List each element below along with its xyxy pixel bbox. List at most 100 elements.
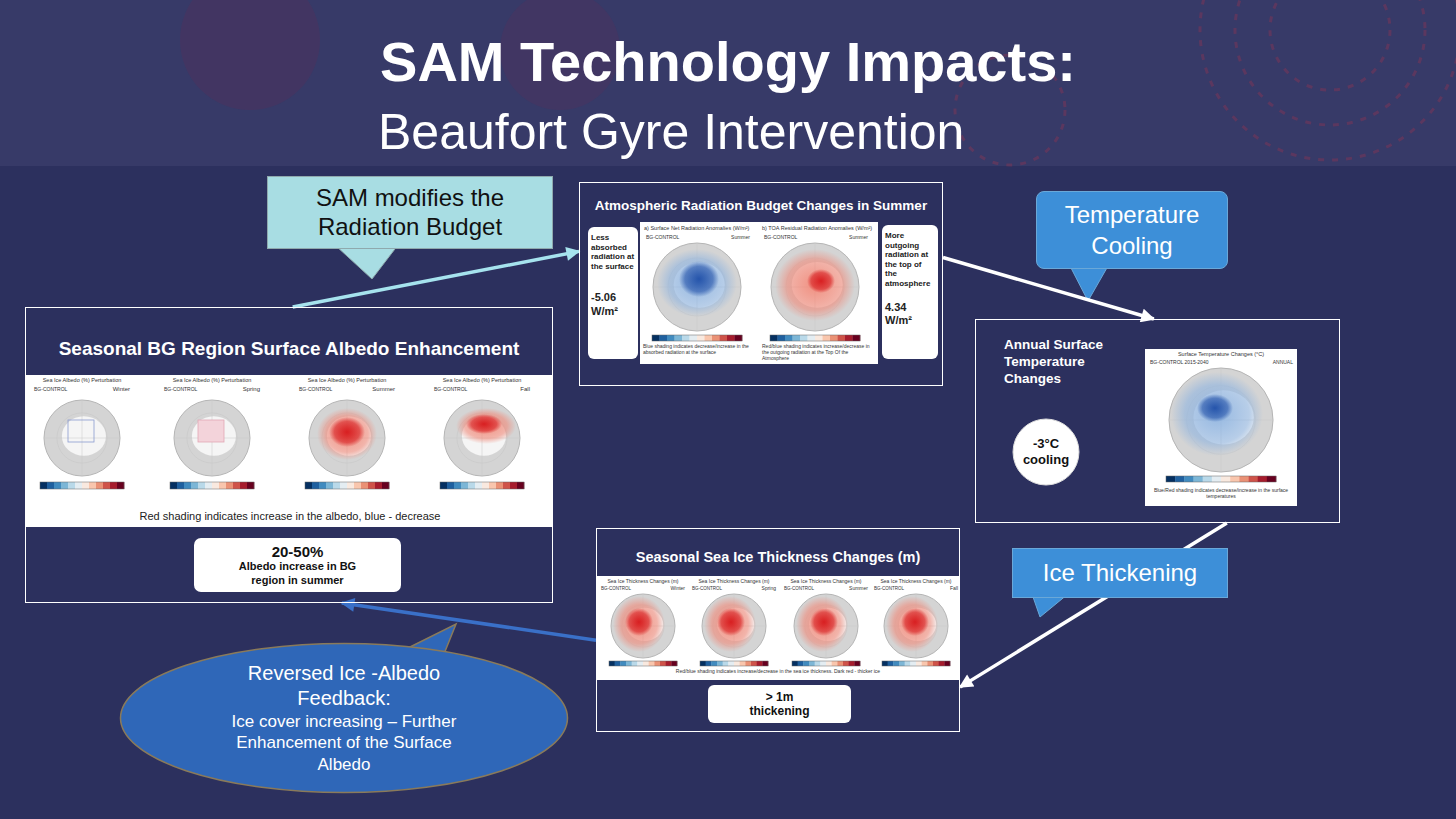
colorbar-cell xyxy=(652,335,660,341)
colorbar-cell xyxy=(734,661,740,666)
land-disc xyxy=(1169,368,1273,472)
colorbar-cell xyxy=(838,335,846,341)
colorbar-cell xyxy=(1203,476,1212,482)
colorbar xyxy=(440,482,524,489)
colorbar-cell xyxy=(1194,476,1203,482)
colorbar-cell xyxy=(454,482,461,489)
land-disc xyxy=(444,400,520,476)
figure-panel: Annual Surface Temperature Changes-3°C c… xyxy=(975,319,1340,523)
colorbar-cell xyxy=(798,661,804,666)
colorbar-cell xyxy=(723,661,729,666)
colorbar-cell xyxy=(361,482,368,489)
label: Summer xyxy=(830,235,868,241)
colorbar-cell xyxy=(198,482,205,489)
colorbar-cell xyxy=(440,482,447,489)
colorbar-cell xyxy=(762,661,768,666)
land-disc xyxy=(44,400,120,476)
colorbar-cell xyxy=(809,661,815,666)
colorbar-cell xyxy=(893,661,899,666)
colorbar-cell xyxy=(643,661,649,666)
colorbar-cell xyxy=(609,661,615,666)
colorbar-cell xyxy=(830,335,838,341)
colorbar-cell xyxy=(751,661,757,666)
land-disc xyxy=(309,400,385,476)
colorbar xyxy=(609,661,677,666)
label: BG-CONTROL 2015-2040 xyxy=(1150,360,1230,366)
figure-area xyxy=(1145,349,1297,506)
label: BG-CONTROL xyxy=(764,235,814,241)
stat-box: > 1m thickening xyxy=(708,685,851,723)
node-subtext: Ice cover increasing – Further Enhanceme… xyxy=(213,711,475,775)
node-subtext: 4.34 W/m² xyxy=(885,301,935,329)
anomaly-shading xyxy=(717,608,745,636)
ornament-ring xyxy=(1200,0,1456,160)
colorbar-frame xyxy=(609,661,677,666)
label: Red shading indicates increase in the al… xyxy=(60,510,520,523)
node-text: Seasonal Sea Ice Thickness Changes (m) xyxy=(636,549,920,565)
colorbar-frame xyxy=(770,335,860,341)
label: Blue shading indicates decrease/increase… xyxy=(643,344,757,356)
label: Red/blue shading indicates increase/decr… xyxy=(606,669,950,675)
colorbar-cell xyxy=(205,482,212,489)
node-text: > 1m thickening xyxy=(740,690,820,719)
figure-panel: Seasonal BG Region Surface Albedo Enhanc… xyxy=(25,307,553,603)
label: Sea Ice Albedo (%) Perturbation xyxy=(437,377,527,383)
colorbar-cell xyxy=(1249,476,1258,482)
colorbar-cell xyxy=(340,482,347,489)
land-disc xyxy=(771,243,859,331)
colorbar-cell xyxy=(117,482,124,489)
flow-arrow xyxy=(293,251,579,307)
colorbar-cell xyxy=(793,335,801,341)
label: BG-CONTROL xyxy=(601,586,646,591)
label: BG-CONTROL xyxy=(692,586,737,591)
colorbar-cell xyxy=(1239,476,1248,482)
colorbar-cell xyxy=(905,661,911,666)
node-text: -3°C cooling xyxy=(1021,436,1071,469)
colorbar-cell xyxy=(461,482,468,489)
polar-map xyxy=(702,594,766,658)
colorbar-cell xyxy=(247,482,254,489)
label: Summer xyxy=(830,586,868,592)
colorbar-cell xyxy=(1212,476,1221,482)
colorbar-cell xyxy=(40,482,47,489)
label: Fall xyxy=(485,386,530,393)
colorbar-frame xyxy=(305,482,389,489)
label: Sea Ice Thickness Changes (m) xyxy=(782,579,870,585)
ocean xyxy=(192,416,236,456)
label: Red/blue shading indicates increase/decr… xyxy=(762,344,876,361)
label: BG-CONTROL xyxy=(164,387,214,393)
callout-tail xyxy=(335,245,398,279)
colorbar-cell xyxy=(615,661,621,666)
anomaly-shading xyxy=(901,608,929,636)
node-text: Seasonal BG Region Surface Albedo Enhanc… xyxy=(59,338,520,360)
label: Sea Ice Albedo (%) Perturbation xyxy=(302,377,392,383)
ornament-ring xyxy=(1270,0,1390,90)
anomaly-shading xyxy=(657,249,737,317)
colorbar-cell xyxy=(82,482,89,489)
anomaly-shading xyxy=(456,408,516,444)
colorbar-cell xyxy=(666,661,672,666)
colorbar-cell xyxy=(820,661,826,666)
colorbar xyxy=(170,482,254,489)
colorbar-cell xyxy=(660,661,666,666)
colorbar-cell xyxy=(910,661,916,666)
anomaly-shading xyxy=(775,249,855,321)
label: Spring xyxy=(738,586,776,592)
colorbar-cell xyxy=(75,482,82,489)
colorbar xyxy=(792,661,860,666)
figure-panel: Seasonal Sea Ice Thickness Changes (m) > … xyxy=(596,528,960,732)
colorbar-cell xyxy=(1175,476,1184,482)
land-disc xyxy=(653,243,741,331)
colorbar-cell xyxy=(823,335,831,341)
polar-map xyxy=(44,400,120,476)
colorbar-cell xyxy=(375,482,382,489)
label: Summer xyxy=(350,386,395,393)
colorbar-cell xyxy=(675,335,683,341)
label: BG-CONTROL xyxy=(874,586,919,591)
stat-box: More outgoing radiation at the top of th… xyxy=(882,225,938,359)
colorbar-cell xyxy=(489,482,496,489)
colorbar-cell xyxy=(667,335,675,341)
figure-area xyxy=(597,576,959,680)
colorbar-cell xyxy=(212,482,219,489)
node-text: Atmospheric Radiation Budget Changes in … xyxy=(595,198,927,213)
